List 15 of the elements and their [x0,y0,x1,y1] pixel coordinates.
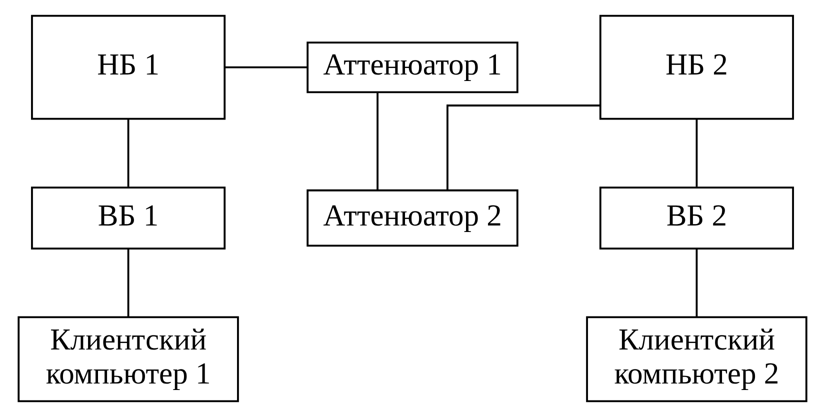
connector [127,248,130,317]
node-box: Аттенюатор 1 [306,42,518,94]
node-box: ВБ 2 [599,186,794,250]
node-box: Клиентский компьютер 1 [18,316,239,402]
connector [446,104,600,190]
connector [696,119,698,187]
connector [376,92,378,190]
node-box: НБ 1 [31,14,226,120]
connector [696,248,698,317]
node-box: ВБ 1 [31,186,226,250]
node-box: Клиентский компьютер 2 [586,316,808,402]
node-box: Аттенюатор 2 [306,189,518,247]
connector [225,66,308,68]
connector [127,119,130,187]
node-box: НБ 2 [599,14,794,120]
